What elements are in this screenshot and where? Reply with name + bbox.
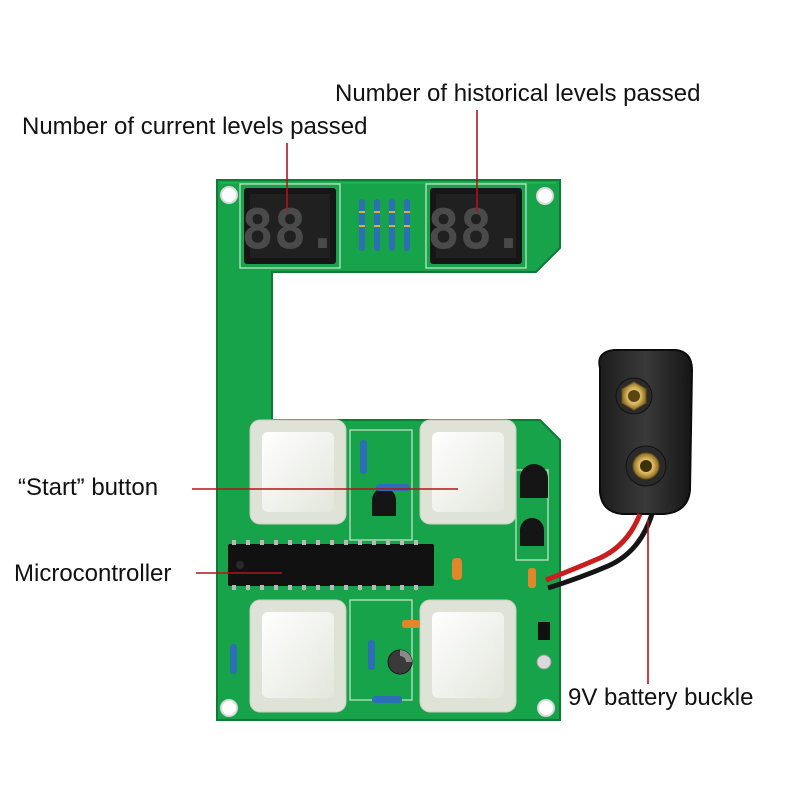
mounting-hole — [220, 186, 238, 204]
battery-buckle-label: 9V battery buckle — [568, 684, 754, 711]
start-button-label: “Start” button — [18, 474, 159, 501]
historical-levels-display: 88. — [427, 188, 525, 264]
svg-text:88.: 88. — [427, 198, 525, 261]
push-button-s2 — [249, 419, 347, 525]
microcontroller-label: Microcontroller — [14, 560, 172, 587]
current-levels-display: 88. — [241, 188, 339, 264]
mounting-hole — [537, 699, 555, 717]
small-components — [230, 440, 552, 703]
svg-text:88.: 88. — [241, 198, 339, 261]
microcontroller-chip — [228, 540, 434, 590]
push-button-s4 — [419, 599, 517, 713]
mounting-holes — [220, 186, 555, 717]
historical-levels-label: Number of historical levels passed — [335, 80, 701, 107]
push-button-s3 — [249, 599, 347, 713]
push-button-s1 — [419, 419, 517, 525]
battery-clip — [545, 349, 694, 591]
mounting-hole — [536, 187, 554, 205]
leader-lines — [192, 110, 649, 684]
mounting-hole — [220, 699, 238, 717]
current-levels-label: Number of current levels passed — [22, 113, 368, 140]
